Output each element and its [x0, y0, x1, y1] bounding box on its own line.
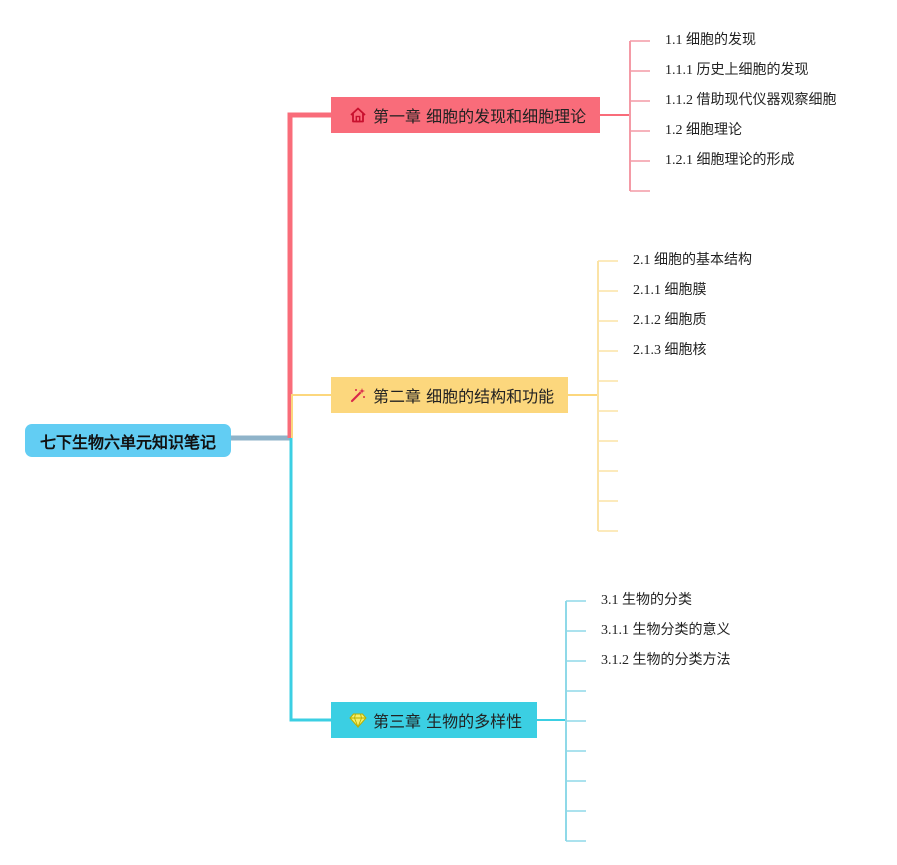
topic-item[interactable]: 3.1.1 生物分类的意义	[601, 623, 731, 638]
topic-item[interactable]: 1.1 细胞的发现	[665, 33, 756, 48]
chapter-node-1[interactable]: 第一章 细胞的发现和细胞理论	[331, 97, 600, 133]
root-node[interactable]: 七下生物六单元知识笔记	[25, 424, 231, 457]
diamond-icon	[349, 711, 367, 729]
topic-item[interactable]: 1.1.1 历史上细胞的发现	[665, 63, 809, 78]
chapter-title: 第三章 生物的多样性	[373, 712, 523, 731]
chapter-1-connector	[287, 112, 331, 438]
chapter-title: 第一章 细胞的发现和细胞理论	[373, 107, 587, 126]
chapter-node-2[interactable]: 第二章 细胞的结构和功能	[331, 377, 568, 413]
topic-item[interactable]: 2.1 细胞的基本结构	[633, 253, 752, 268]
topic-item[interactable]: 3.1 生物的分类	[601, 593, 692, 608]
chapter-node-3[interactable]: 第三章 生物的多样性	[331, 702, 537, 738]
chapter-title: 第二章 细胞的结构和功能	[373, 387, 555, 406]
topic-item[interactable]: 1.2.1 细胞理论的形成	[665, 153, 795, 168]
topic-item[interactable]: 2.1.1 细胞膜	[633, 283, 707, 298]
topic-item[interactable]: 2.1.2 细胞质	[633, 313, 707, 328]
chapter-2-connector	[291, 394, 331, 438]
home-icon	[349, 106, 367, 124]
topic-item[interactable]: 1.2 细胞理论	[665, 123, 742, 138]
topic-item[interactable]: 1.1.2 借助现代仪器观察细胞	[665, 93, 837, 108]
chapter-3-connector	[289, 438, 331, 722]
topic-item[interactable]: 3.1.2 生物的分类方法	[601, 653, 731, 668]
root-title: 七下生物六单元知识笔记	[39, 432, 216, 452]
magic-wand-icon	[349, 386, 367, 404]
topic-branch-lines	[537, 40, 650, 842]
topic-item[interactable]: 2.1.3 细胞核	[633, 343, 707, 358]
